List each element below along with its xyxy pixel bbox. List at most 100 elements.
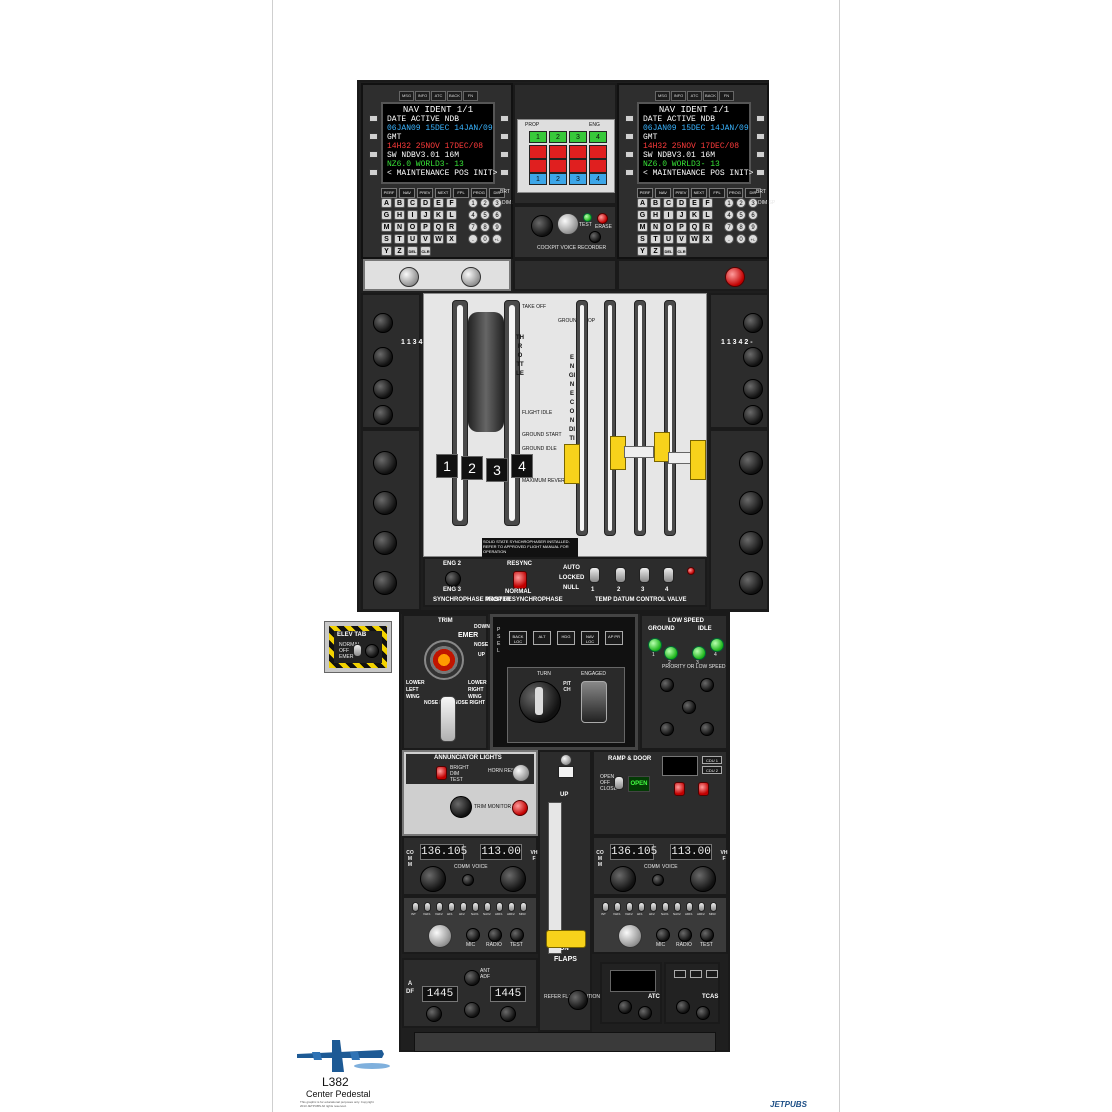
cdu-right-lsk[interactable] [625,151,634,158]
cdu-right-key-w[interactable]: W [689,234,700,244]
trim-monitor-test-button[interactable] [450,796,472,818]
cdu-left-key-h[interactable]: H [394,210,405,220]
cdu-left-key-k[interactable]: K [433,210,444,220]
cdu-right-back-button[interactable]: BACK [703,91,718,101]
cdu-right-msg-button[interactable]: MSG [655,91,670,101]
rudder-trim-lever[interactable] [440,696,456,742]
cdu-left-key-a[interactable]: A [381,198,392,208]
cdu-right-rsk[interactable] [756,169,765,176]
cdu-right-key-f[interactable]: F [702,198,713,208]
cdu-left-key-c[interactable]: C [407,198,418,208]
cdu-left-num-key[interactable]: 2 [480,198,490,208]
condition-lever-3[interactable] [654,432,670,462]
tcas-button-2[interactable] [690,970,702,978]
cdu-right-key-d[interactable]: D [676,198,687,208]
cdu-left-key-m[interactable]: M [381,222,392,232]
tcas-button-3[interactable] [706,970,718,978]
right-compass-knob[interactable] [739,451,763,475]
elev-tab-knob[interactable] [365,644,379,658]
cdu-left-num-key[interactable]: . [468,234,478,244]
cdu-left-next-key[interactable]: NEXT [435,188,451,198]
tcas-knob-1[interactable] [676,1000,690,1014]
cdu-right-next-key[interactable]: NEXT [691,188,707,198]
cdu-right-key-del[interactable]: DEL [663,246,674,256]
cdu-right-key-o[interactable]: O [663,222,674,232]
cdu-left-key-q[interactable]: Q [433,222,444,232]
cdu-right-key-a[interactable]: A [637,198,648,208]
cdu-left-key-b[interactable]: B [394,198,405,208]
audio-left-toggle[interactable] [460,902,467,912]
cdu-left-key-p[interactable]: P [420,222,431,232]
comm-right-vol-knob[interactable] [610,866,636,892]
cdu-left-key-w[interactable]: W [433,234,444,244]
ramp-door-switch[interactable] [614,776,624,790]
cdu-left-num-key[interactable]: 4 [468,210,478,220]
cdu-left-info-button[interactable]: INFO [415,91,430,101]
cdu-left-num-key[interactable]: 8 [480,222,490,232]
cdu-right-num-key[interactable]: 3 [748,198,758,208]
throttle-lever-3[interactable]: 3 [486,458,508,482]
cdu-left-key-s[interactable]: S [381,234,392,244]
left-selector-knob[interactable] [373,379,393,399]
cdu-right-num-key[interactable]: 8 [736,222,746,232]
cvr-headset-jack[interactable] [531,215,553,237]
low-speed-light-4[interactable] [710,638,724,652]
cdu-left-num-key[interactable]: 9 [492,222,502,232]
cdu-left-fn-button[interactable]: FN [463,91,478,101]
audio-right-toggle[interactable] [698,902,705,912]
cdu-right-atc-button[interactable]: ATC [687,91,702,101]
cdu-right-info-button[interactable]: INFO [671,91,686,101]
audio-right-mic-knob[interactable] [656,928,670,942]
trim-wheel[interactable] [424,640,464,680]
audio-left-toggle[interactable] [472,902,479,912]
back-loc-button[interactable]: BACK LOC [509,631,527,645]
cvr-erase-button[interactable] [597,213,608,224]
cdu-left-key-t[interactable]: T [394,234,405,244]
cdu-left-fpl-key[interactable]: FPL [453,188,469,198]
cdu-right-num-key[interactable]: +/- [748,234,758,244]
cdu-right-dir-key[interactable]: DIR [745,188,761,198]
comm-left-swap-button[interactable] [462,874,474,886]
ramp-red-switch-2[interactable] [698,782,709,796]
left-compass-knob[interactable] [373,571,397,595]
condition-lever-1[interactable] [564,444,580,484]
cdu-left-num-key[interactable]: 1 [468,198,478,208]
elev-tab-switch[interactable] [353,644,362,657]
adf-mode-knob-2[interactable] [464,1002,480,1018]
cdu-right-key-s[interactable]: S [637,234,648,244]
left-selector-knob[interactable] [373,405,393,425]
audio-left-toggle[interactable] [496,902,503,912]
cdu-left-key-i[interactable]: I [407,210,418,220]
cdu-right-num-key[interactable]: 9 [748,222,758,232]
cdu-right-key-b[interactable]: B [650,198,661,208]
throttle-lever-2[interactable]: 2 [461,456,483,480]
cdu-left-key-e[interactable]: E [433,198,444,208]
tdcv-switch-4[interactable] [663,567,674,583]
cdu-left-num-key[interactable]: 3 [492,198,502,208]
cdu-right-rsk[interactable] [756,115,765,122]
audio-left-toggle[interactable] [484,902,491,912]
cdu-right-key-h[interactable]: H [650,210,661,220]
audio-left-toggle[interactable] [520,902,527,912]
cdu-left-prev-key[interactable]: PREV [417,188,433,198]
cdu-left-key-r[interactable]: R [446,222,457,232]
comm-left-freq-knob[interactable] [500,866,526,892]
cdu-right-key-x[interactable]: X [702,234,713,244]
cdu-right-key-z[interactable]: Z [650,246,661,256]
cdu-left-key-u[interactable]: U [407,234,418,244]
cdu-left-lsk[interactable] [369,151,378,158]
audio-left-toggle[interactable] [508,902,515,912]
alt-button[interactable]: ALT [533,631,551,645]
left-compass-knob[interactable] [373,451,397,475]
autopilot-engage-lever[interactable] [581,681,607,723]
audio-right-radio-knob[interactable] [678,928,692,942]
cdu-left-rsk[interactable] [500,115,509,122]
cdu-left-key-g[interactable]: G [381,210,392,220]
atc-mode-knob[interactable] [618,1000,632,1014]
synchrophase-master-knob[interactable] [445,571,461,587]
cdu-right-key-r[interactable]: R [702,222,713,232]
cdu-right-perf-key[interactable]: PERF [637,188,653,198]
cdu-left-dir-key[interactable]: DIR [489,188,505,198]
ramp-red-switch-1[interactable] [674,782,685,796]
cdu-left-nav-key[interactable]: NAV [399,188,415,198]
